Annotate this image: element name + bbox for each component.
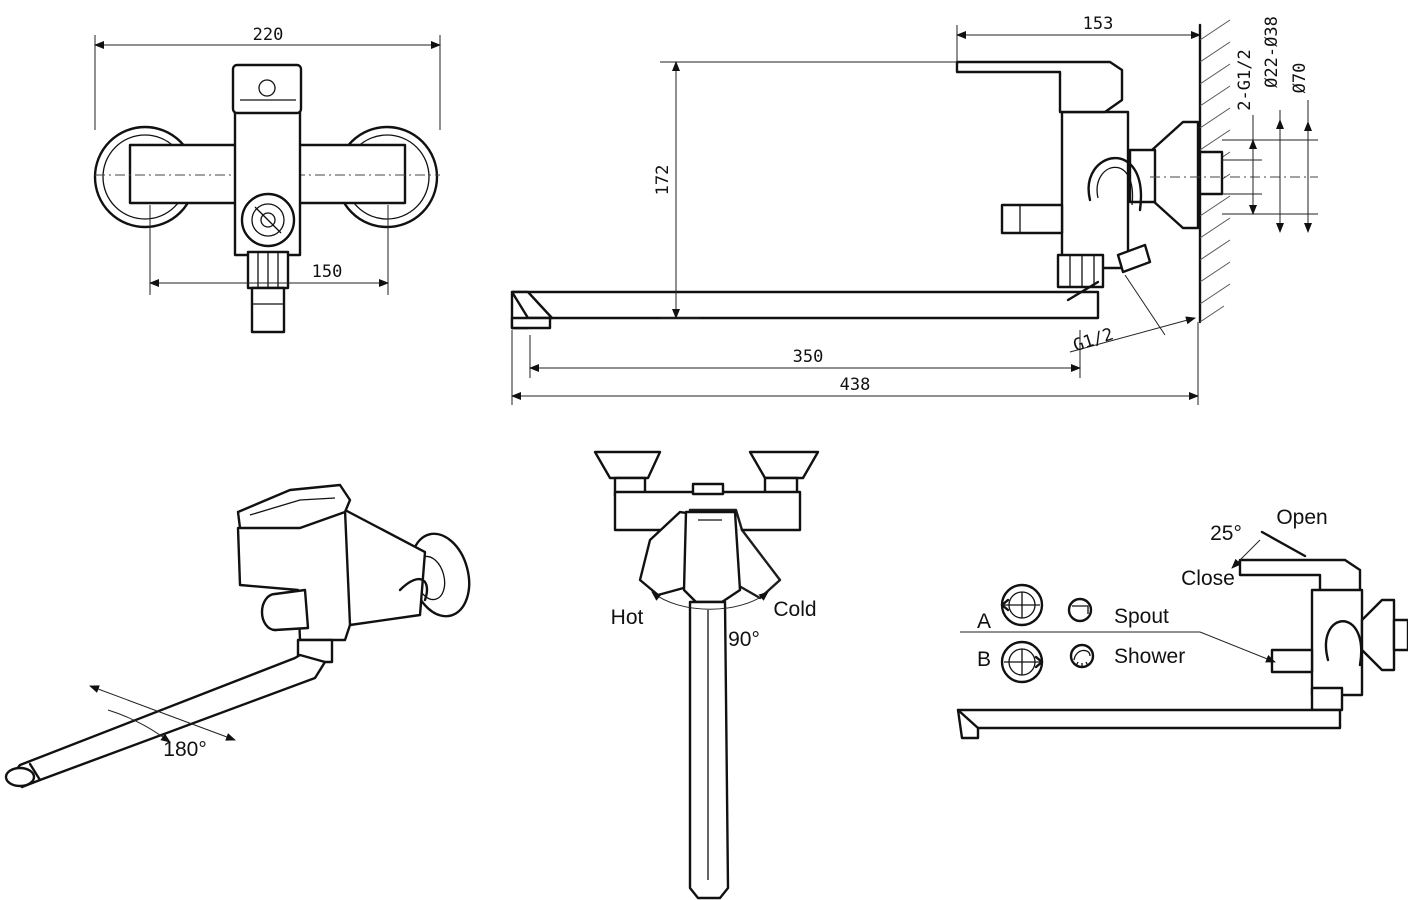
dim-150: 150	[312, 262, 343, 282]
label-cold: Cold	[773, 598, 816, 621]
side-body	[1060, 110, 1130, 270]
op-body	[1310, 588, 1364, 697]
dim-172: 172	[653, 165, 673, 196]
label-spout: Spout	[1114, 605, 1169, 628]
label-shower: Shower	[1114, 645, 1185, 668]
label-a: A	[977, 610, 991, 633]
side-view: 172 153 350 438 G1/2 2-G1/2 Ø22-Ø38 Ø70	[510, 14, 1318, 405]
label-hot: Hot	[611, 606, 644, 629]
dim-dia-22-38: Ø22-Ø38	[1262, 16, 1282, 88]
spout-icon	[1067, 597, 1093, 623]
dim-g12: G1/2	[1071, 324, 1116, 356]
top-left-flange	[593, 450, 662, 480]
label-open: Open	[1276, 506, 1327, 529]
isometric-view: 180°	[4, 483, 471, 789]
dim-2g12: 2-G1/2	[1235, 49, 1255, 110]
label-b: B	[977, 648, 991, 671]
side-flange	[1150, 120, 1200, 230]
label-90: 90°	[728, 628, 760, 651]
top-spout	[688, 600, 730, 900]
iso-lever	[236, 483, 352, 530]
iso-body	[236, 508, 427, 642]
dim-153: 153	[1083, 14, 1114, 34]
label-25: 25°	[1210, 522, 1242, 545]
op-spout	[956, 708, 1342, 740]
iso-spout	[10, 653, 327, 789]
top-right-flange	[748, 450, 820, 480]
side-spout	[510, 290, 1100, 330]
front-view: 220 150	[93, 25, 441, 334]
top-lever	[682, 510, 742, 604]
dim-350: 350	[793, 347, 824, 367]
top-view: Hot Cold 90°	[593, 450, 820, 900]
lever-top	[231, 63, 303, 115]
dim-220: 220	[253, 25, 284, 45]
label-close: Close	[1181, 567, 1235, 590]
dim-dia-70: Ø70	[1290, 63, 1310, 94]
dim-438: 438	[840, 375, 871, 395]
operation-view: 25° Open Close A B Spout Shower	[956, 506, 1408, 740]
side-lever	[955, 60, 1124, 114]
label-180: 180°	[163, 738, 206, 761]
